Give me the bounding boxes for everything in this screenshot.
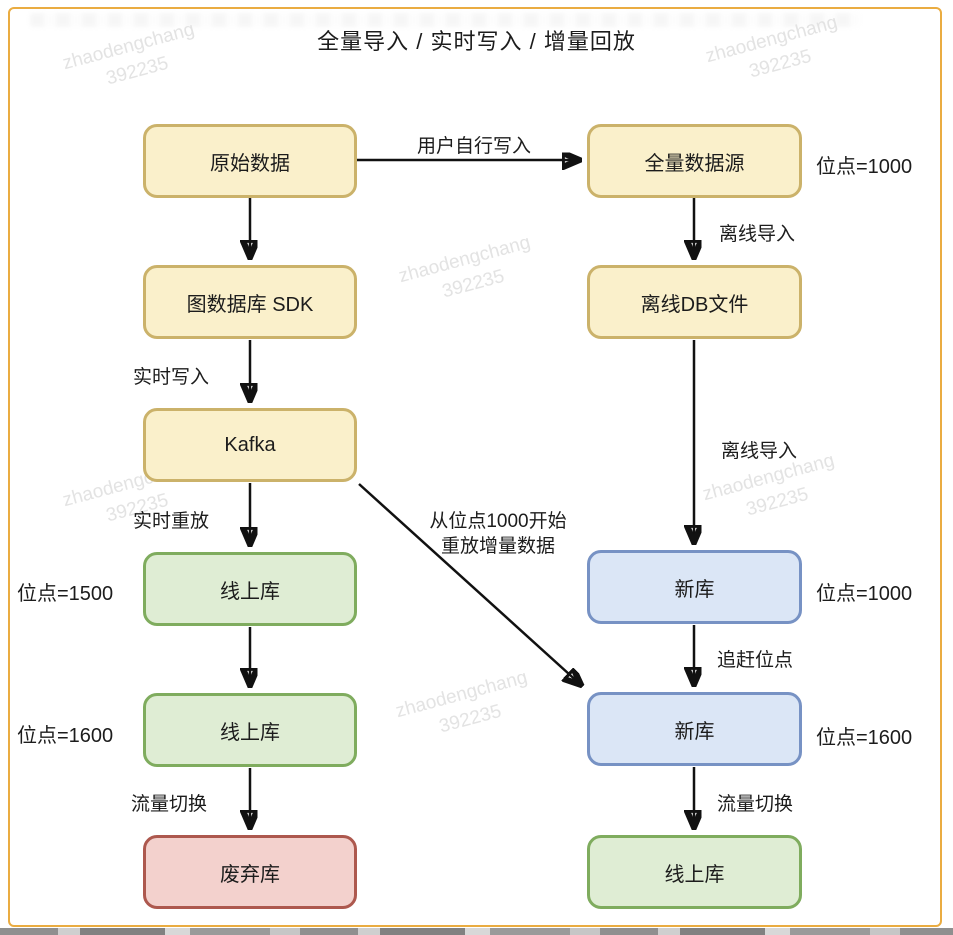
node-offline-db-file: 离线DB文件 [587,265,802,339]
edge-label-replay-line1: 从位点1000开始 [429,511,567,532]
side-label-online-1600-pos: 位点=1600 [17,725,114,747]
edge-label-user-write: 用户自行写入 [416,136,531,157]
node-raw-data: 原始数据 [143,124,357,198]
node-new-db-1000: 新库 [587,550,802,624]
edge-label-catch-up: 追赶位点 [717,650,794,671]
side-label-new-1600-pos: 位点=1600 [816,727,913,749]
side-label-new-1000-pos: 位点=1000 [816,583,913,605]
arrow-kafka-to-newdb1600-replay [358,483,580,684]
cutoff-artifact-strip [0,928,953,935]
edge-label-offline-import-1: 离线导入 [719,224,796,245]
diagram-frame [8,7,942,927]
edge-label-realtime-write: 实时写入 [133,367,210,388]
side-label-online-1500-pos: 位点=1500 [17,583,114,605]
faint-artifact [30,13,860,27]
node-discard-db: 废弃库 [143,835,357,909]
node-kafka: Kafka [143,408,357,482]
node-online-db-final: 线上库 [587,835,802,909]
edge-label-replay-line2: 重放增量数据 [440,536,555,557]
node-new-db-1600: 新库 [587,692,802,766]
diagram-title: 全量导入 / 实时写入 / 增量回放 [317,29,636,54]
side-label-fullsource-pos: 位点=1000 [816,156,913,178]
edge-label-traffic-switch-right: 流量切换 [717,794,794,815]
node-online-db-1500: 线上库 [143,552,357,626]
node-full-data-source: 全量数据源 [587,124,802,198]
edge-label-replay-from-1000: 从位点1000开始 重放增量数据 [412,509,584,559]
node-graph-db-sdk: 图数据库 SDK [143,265,357,339]
edge-label-traffic-switch-left: 流量切换 [131,794,208,815]
edge-label-offline-import-2: 离线导入 [721,441,798,462]
edge-label-realtime-replay: 实时重放 [133,511,210,532]
node-online-db-1600: 线上库 [143,693,357,767]
